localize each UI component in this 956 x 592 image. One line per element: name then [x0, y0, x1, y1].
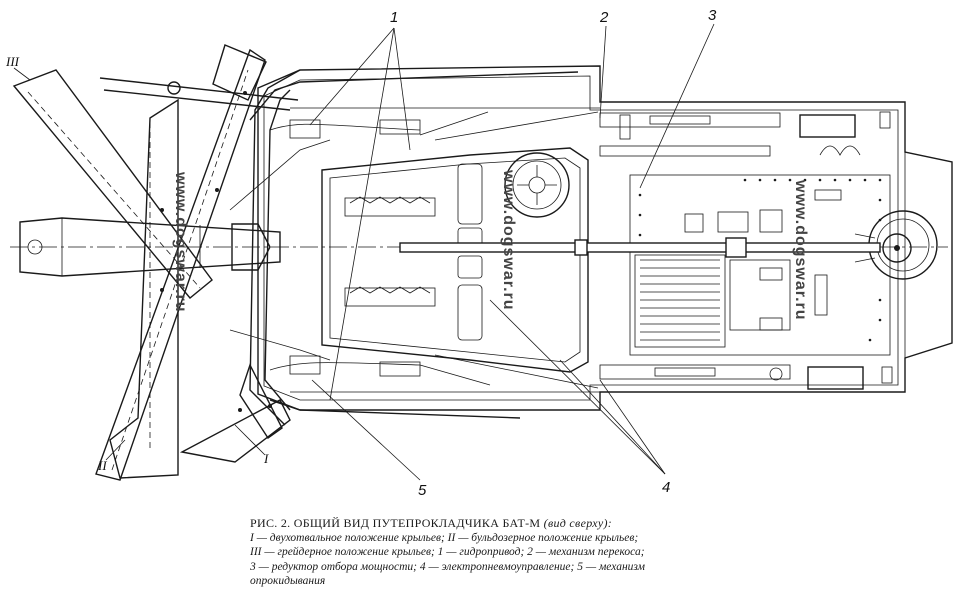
caption-title-view: (вид сверху):: [543, 516, 613, 530]
figure-caption: РИС. 2. ОБЩИЙ ВИД ПУТЕПРОКЛАДЧИКА БАТ-М …: [250, 516, 950, 589]
position-label-3: III: [5, 54, 20, 69]
cab: [321, 147, 589, 373]
frame-arms: [99, 69, 600, 426]
position-label-1: I: [263, 451, 269, 466]
bat-m-top-view-drawing: 1 2 3 5 4 I II III www.dogswar.ru www.do…: [5, 7, 953, 499]
position-label-2: II: [97, 458, 107, 473]
caption-title-main: РИС. 2. ОБЩИЙ ВИД ПУТЕПРОКЛАДЧИКА БАТ-М: [250, 516, 541, 530]
watermark-center: www.dogswar.ru: [500, 169, 517, 311]
callout-3: 3: [708, 7, 717, 24]
callout-5: 5: [418, 482, 427, 499]
watermark-right: www.dogswar.ru: [792, 179, 809, 321]
callout-1: 1: [390, 9, 398, 26]
callout-2: 2: [599, 9, 609, 26]
watermark-left: www.dogswar.ru: [172, 171, 189, 313]
callout-labels: 1 2 3 5 4 I II III: [5, 7, 717, 499]
engine-compartment: [629, 174, 938, 356]
watermarks: www.dogswar.ru www.dogswar.ru www.dogswa…: [172, 169, 809, 321]
blade-positions: [12, 44, 291, 481]
caption-line-2: III — грейдерное положение крыльев; 1 — …: [250, 546, 645, 558]
caption-line-1: I — двухотвальное положение крыльев; II …: [250, 531, 639, 544]
caption-line-3: 3 — редуктор отбора мощности; 4 — электр…: [250, 560, 645, 573]
upper-cylinders: [599, 111, 891, 157]
drive-shaft: [10, 237, 948, 258]
caption-line-4: опрокидывания: [250, 575, 326, 587]
lower-cylinders: [599, 364, 893, 390]
callout-4: 4: [662, 479, 670, 496]
hull-outline: [257, 65, 953, 411]
leader-lines: [13, 23, 715, 481]
caption-title: РИС. 2. ОБЩИЙ ВИД ПУТЕПРОКЛАДЧИКА БАТ-М …: [250, 516, 950, 531]
